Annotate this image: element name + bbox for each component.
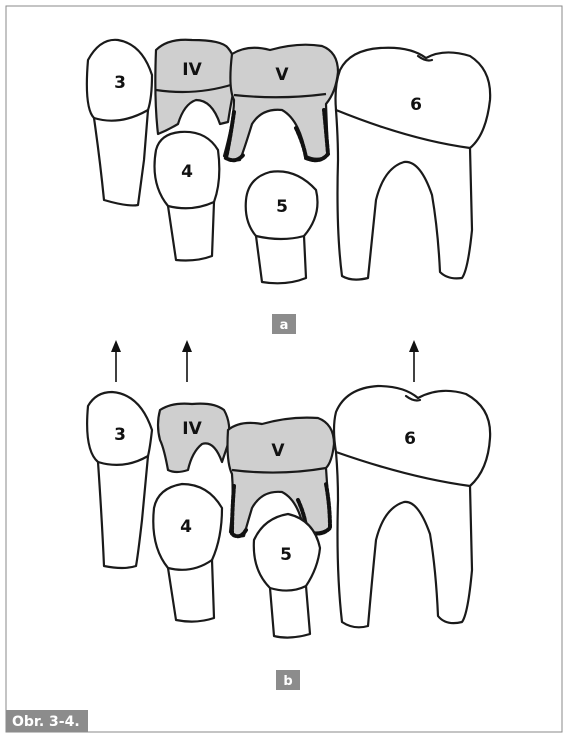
tooth-label-3: 3 xyxy=(114,425,126,445)
figure-caption: Obr. 3-4. xyxy=(12,714,80,730)
tooth-label-3: 3 xyxy=(114,73,126,93)
tooth-6 xyxy=(336,48,491,280)
panel-b-letter: b xyxy=(283,674,292,689)
tooth-V xyxy=(224,45,338,161)
tooth-3 xyxy=(87,40,152,206)
tooth-label-V: V xyxy=(275,65,289,85)
tooth-6 xyxy=(334,386,490,627)
eruption-arrows xyxy=(111,340,419,382)
tooth-label-4: 4 xyxy=(180,517,192,537)
tooth-label-5: 5 xyxy=(280,545,292,565)
tooth-5 xyxy=(254,514,320,638)
tooth-label-6: 6 xyxy=(404,429,416,449)
panel-a: 3 IV V 6 4 5 xyxy=(87,40,490,284)
tooth-4 xyxy=(155,132,220,261)
tooth-label-5: 5 xyxy=(276,197,288,217)
tooth-5 xyxy=(246,171,318,283)
tooth-4 xyxy=(153,484,222,622)
tooth-label-IV: IV xyxy=(182,60,202,80)
tooth-3 xyxy=(87,392,152,568)
tooth-label-4: 4 xyxy=(181,162,193,182)
panel-a-letter: a xyxy=(280,318,289,333)
tooth-label-V: V xyxy=(271,441,285,461)
panel-b: 3 IV V 6 4 5 xyxy=(87,386,490,638)
tooth-label-IV: IV xyxy=(182,419,202,439)
tooth-label-6: 6 xyxy=(410,95,422,115)
